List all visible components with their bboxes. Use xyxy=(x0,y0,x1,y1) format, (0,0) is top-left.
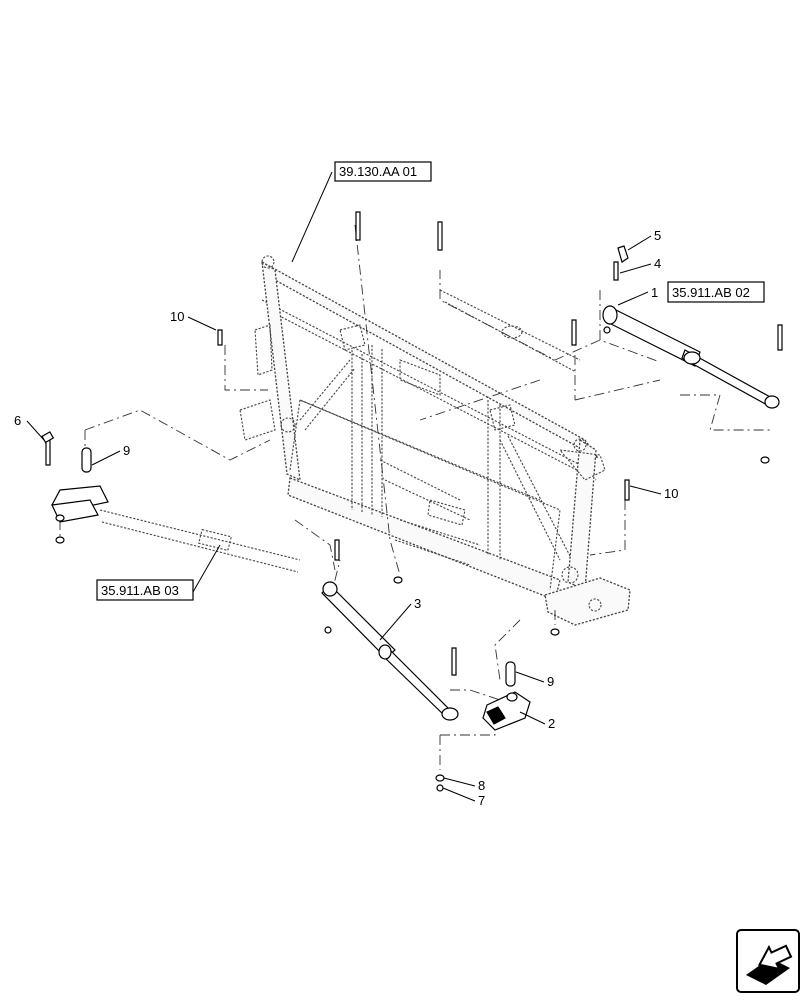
callout-4: 4 xyxy=(654,256,661,271)
cylinder-lower-part-3 xyxy=(321,581,459,721)
ref-top-label: 39.130.AA 01 xyxy=(339,164,417,179)
boom-frame xyxy=(99,255,631,626)
pins-part-9 xyxy=(81,447,516,687)
ref-box-right[interactable]: 35.911.AB 02 xyxy=(667,281,765,303)
cylinder-right-part-1 xyxy=(602,305,780,409)
next-page-arrow-icon[interactable] xyxy=(736,929,800,993)
callout-6: 6 xyxy=(14,413,21,428)
ref-box-top[interactable]: 39.130.AA 01 xyxy=(291,161,432,263)
callout-2: 2 xyxy=(548,716,555,731)
bracket-part-2 xyxy=(482,691,531,731)
callout-10-left: 10 xyxy=(170,309,184,324)
callout-3: 3 xyxy=(414,596,421,611)
ref-box-left[interactable]: 35.911.AB 03 xyxy=(96,544,221,601)
callouts: 1 2 3 4 5 6 7 8 9 9 10 10 xyxy=(14,228,678,808)
bolts xyxy=(41,211,783,792)
ref-left-label: 35.911.AB 03 xyxy=(101,583,179,598)
callout-9-right: 9 xyxy=(547,674,554,689)
callout-5: 5 xyxy=(654,228,661,243)
bracket-left xyxy=(51,485,109,523)
callout-7: 7 xyxy=(478,793,485,808)
callout-1: 1 xyxy=(651,285,658,300)
callout-8: 8 xyxy=(478,778,485,793)
callout-9-left: 9 xyxy=(123,443,130,458)
callout-10-right: 10 xyxy=(664,486,678,501)
ref-right-label: 35.911.AB 02 xyxy=(672,285,750,300)
